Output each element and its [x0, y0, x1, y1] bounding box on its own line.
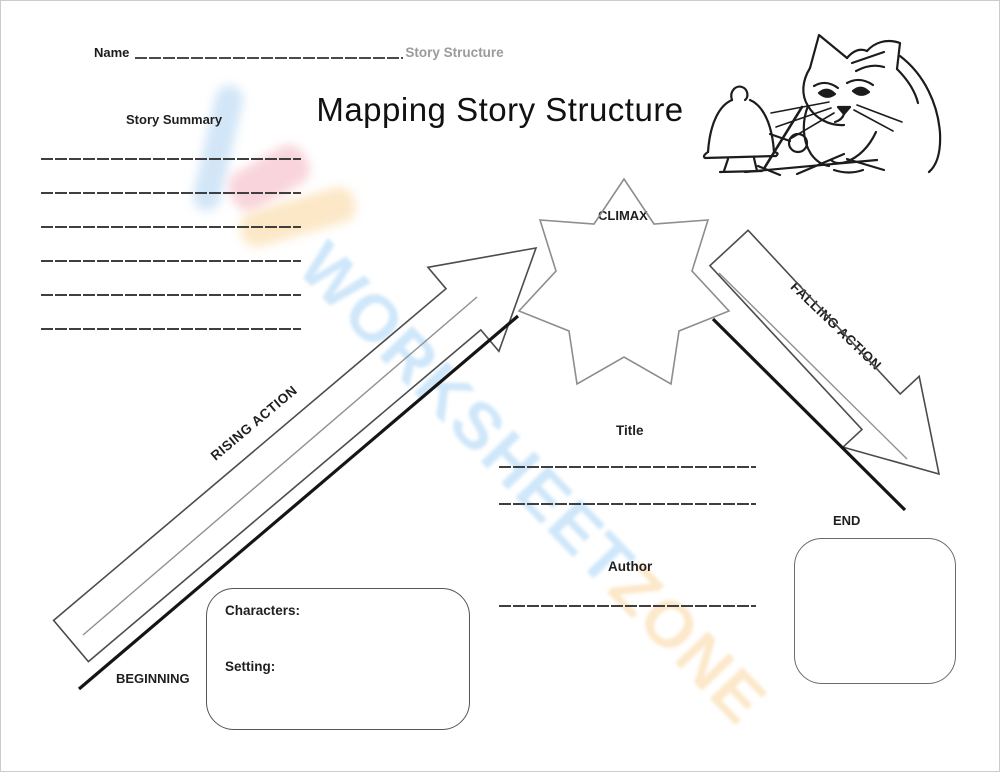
title-field-lines — [499, 431, 756, 505]
writing-line[interactable] — [41, 296, 301, 330]
writing-line[interactable] — [41, 228, 301, 262]
writing-line[interactable] — [41, 126, 301, 160]
end-box[interactable] — [794, 538, 956, 684]
characters-setting-box[interactable]: Characters: Setting: — [206, 588, 470, 730]
beginning-label: BEGINNING — [116, 671, 190, 686]
cat-illustration — [702, 33, 942, 177]
end-label: END — [833, 513, 861, 528]
writing-line[interactable] — [499, 570, 756, 607]
writing-line[interactable] — [499, 468, 756, 505]
climax-label: CLIMAX — [598, 208, 648, 223]
writing-line[interactable] — [41, 160, 301, 194]
falling-action-arrow — [708, 229, 941, 476]
falling-arrow-mid-line — [718, 272, 908, 460]
rising-action-arrow — [52, 246, 538, 663]
setting-label: Setting: — [225, 659, 276, 674]
name-label: Name — [94, 45, 130, 60]
page-title: Mapping Story Structure — [316, 91, 684, 128]
bell-icon — [702, 85, 779, 174]
name-input-line[interactable] — [135, 45, 404, 60]
subject-heading: Story Structure — [405, 45, 504, 60]
author-field-label: Author — [608, 559, 653, 574]
characters-label: Characters: — [225, 603, 301, 618]
rising-arrow-mid-line — [82, 296, 478, 636]
author-field-lines — [499, 570, 756, 607]
writing-line[interactable] — [41, 262, 301, 296]
title-field-label: Title — [616, 423, 644, 438]
name-row: Name Story Structure — [94, 45, 504, 60]
falling-plot-line — [711, 317, 907, 512]
climax-star — [517, 177, 731, 386]
writing-line[interactable] — [41, 194, 301, 228]
writing-line[interactable] — [499, 431, 756, 468]
rising-plot-line — [77, 314, 520, 691]
story-summary-lines — [41, 126, 301, 330]
